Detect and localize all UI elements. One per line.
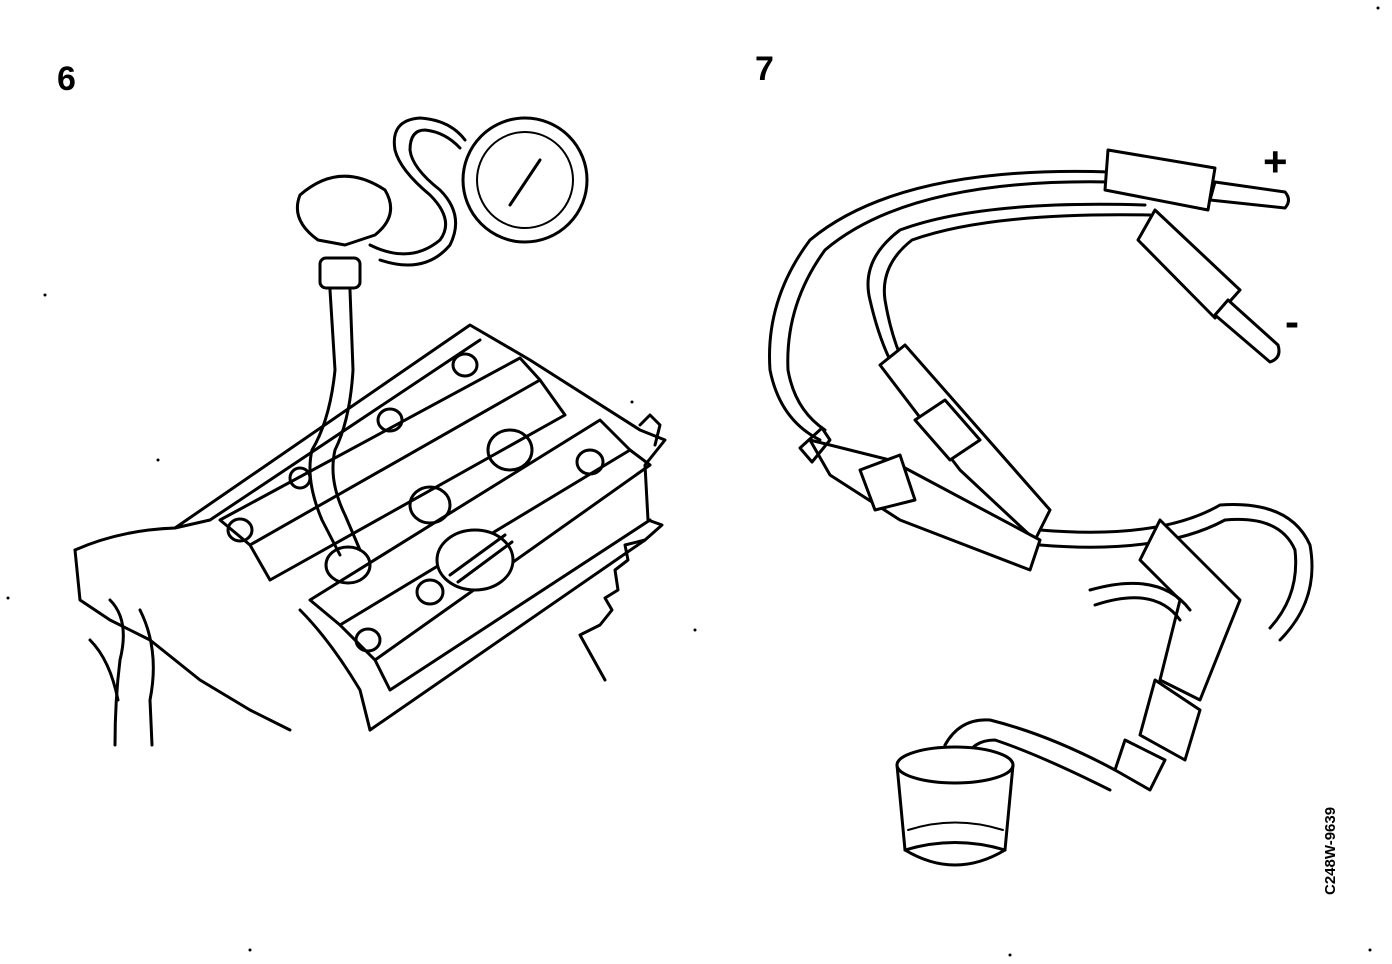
positive-terminal-label: + — [1263, 138, 1288, 185]
test-leads — [768, 148, 1314, 642]
injector — [940, 518, 1242, 792]
panel-7-label: 7 — [755, 50, 774, 88]
negative-terminal-label: - — [1285, 298, 1299, 345]
compression-gauge — [295, 116, 589, 557]
measuring-glass — [895, 745, 1015, 867]
panel-6-label: 6 — [57, 60, 76, 98]
engine-block — [73, 323, 667, 747]
